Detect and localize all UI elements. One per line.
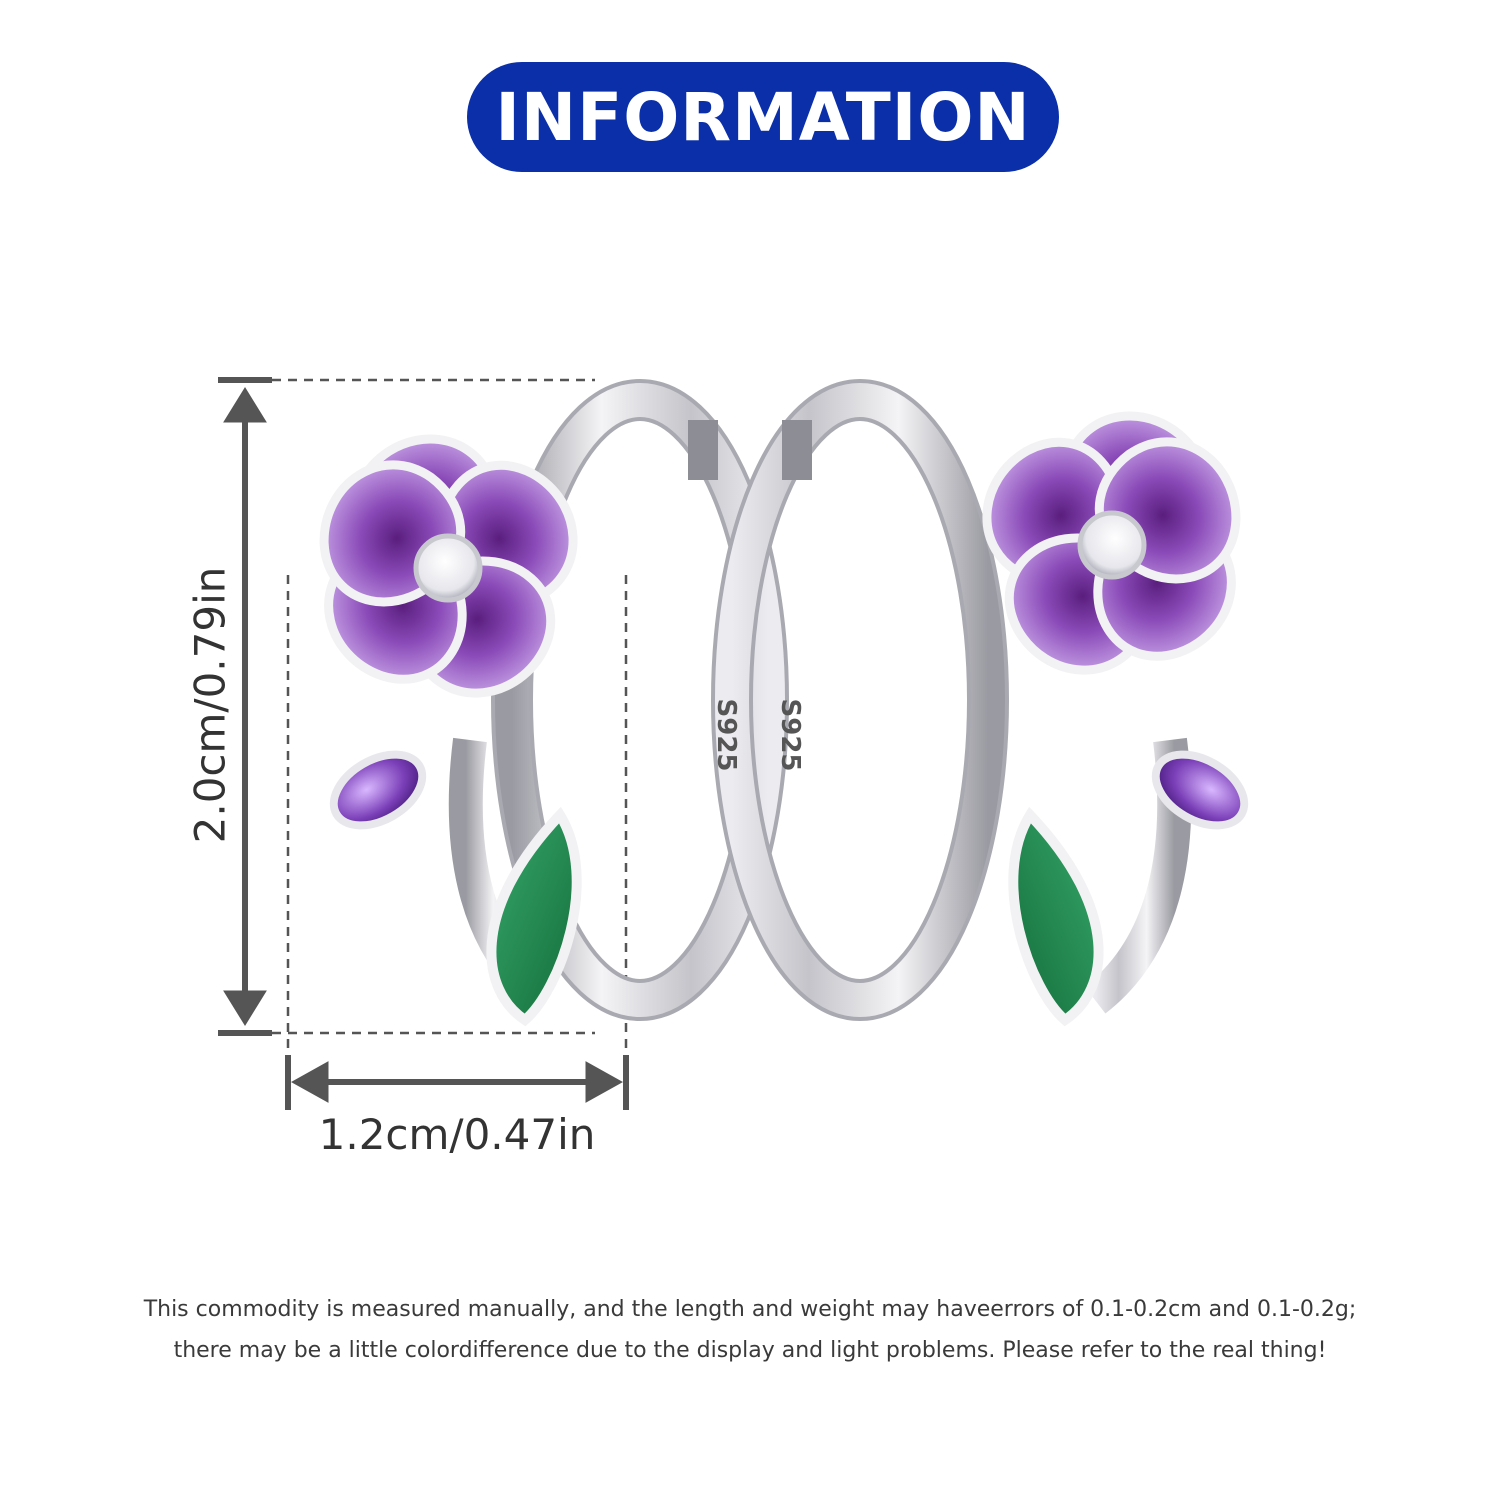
right-gem (1151, 750, 1249, 830)
left-center-stone (413, 533, 483, 603)
height-arrow-up (223, 387, 267, 423)
left-earring (299, 379, 789, 1027)
left-hoop (495, 383, 785, 1017)
right-stamp: S925 (775, 699, 805, 772)
height-label: 2.0cm/0.79in (185, 566, 235, 844)
width-label: 1.2cm/0.47in (318, 1110, 596, 1159)
width-arrow-right (585, 1061, 624, 1103)
width-arrow-left (290, 1061, 329, 1103)
information-title: INFORMATION (495, 78, 1031, 156)
right-earring (711, 379, 1261, 1027)
left-stamp: S925 (711, 699, 741, 772)
height-arrow-down (223, 990, 267, 1026)
left-leaf (486, 806, 582, 1027)
left-flower (299, 420, 597, 717)
right-hinge (782, 420, 812, 480)
information-badge: INFORMATION (467, 62, 1059, 172)
disclaimer-line-2: there may be a little colordifference du… (173, 1338, 1327, 1363)
disclaimer-line-1: This commodity is measured manually, and… (143, 1297, 1357, 1322)
left-hinge (688, 420, 718, 480)
width-dimension (285, 575, 629, 1110)
right-hoop (715, 383, 1005, 1017)
right-leaf (1008, 806, 1104, 1027)
right-center-stone (1077, 510, 1147, 580)
right-flower (963, 397, 1261, 694)
height-dimension (218, 377, 595, 1036)
left-gem (329, 750, 427, 830)
